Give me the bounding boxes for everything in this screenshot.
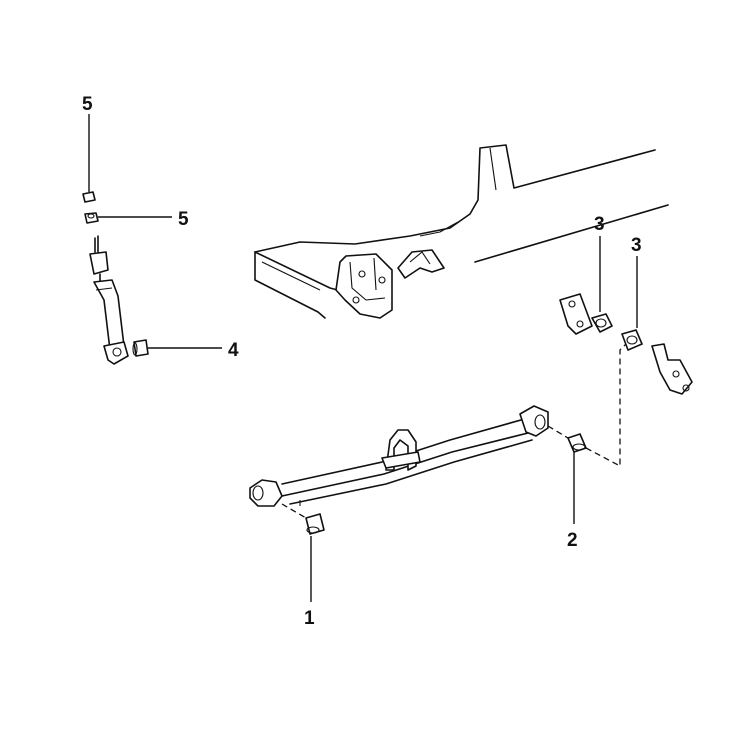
part-2-pin [547, 339, 631, 468]
callout-3a: 3 [594, 214, 605, 235]
callout-3b: 3 [631, 235, 642, 256]
leader-lines [88, 114, 638, 602]
callouts: 1 2 3 3 4 5 5 [82, 94, 642, 629]
shock-absorber [89, 235, 129, 365]
shackle-assembly [559, 293, 693, 395]
part-4-bushing [132, 339, 149, 357]
leaf-spring [249, 405, 549, 507]
callout-5b: 5 [178, 209, 189, 230]
callout-5a: 5 [82, 94, 93, 115]
frame-rail [254, 144, 669, 319]
callout-4: 4 [228, 340, 239, 361]
part-1-pin [281, 503, 325, 535]
callout-2: 2 [567, 530, 578, 551]
spring-hanger-bracket [335, 249, 445, 319]
part-5-nut [82, 191, 99, 224]
callout-1: 1 [304, 608, 315, 629]
